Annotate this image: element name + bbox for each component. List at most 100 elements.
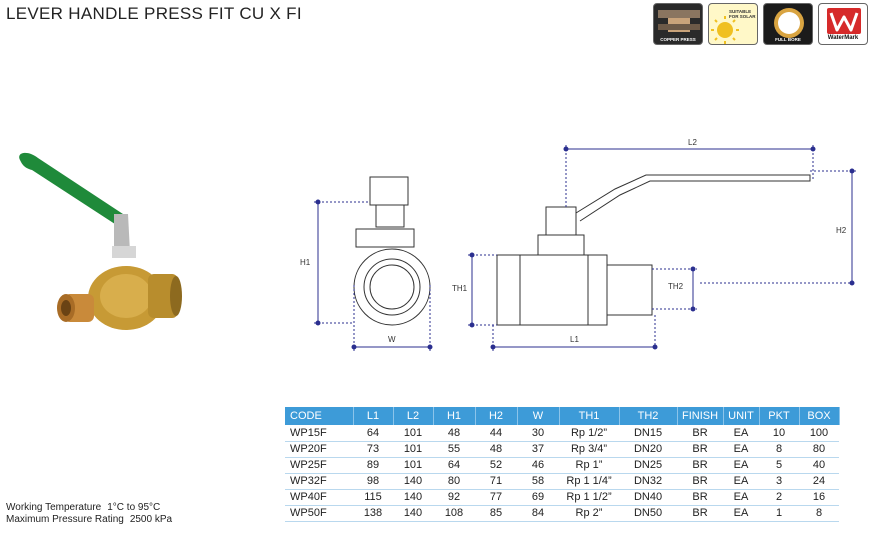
- table-row: WP40F 115 140 92 77 69 Rp 1 1/2” DN40 BR…: [285, 489, 839, 505]
- cell-th2: DN40: [633, 491, 663, 503]
- cell-pkt: 5: [775, 459, 783, 471]
- full-bore-icon: [774, 8, 804, 38]
- dimension-drawings: H1 W TH1 L1 TH2 L2 H2: [300, 138, 856, 351]
- table-row: WP32F 98 140 80 71 58 Rp 1 1/4” DN32 BR …: [285, 473, 839, 489]
- solar-badge: SUITABLE FOR SOLAR: [708, 3, 758, 45]
- badge-label: FULL BORE: [775, 37, 801, 42]
- cell-th1: Rp 1 1/2”: [566, 491, 612, 503]
- cell-l1: 64: [366, 426, 380, 439]
- max-pressure-label: Maximum Pressure Rating: [6, 514, 124, 525]
- cell-finish: BR: [692, 491, 708, 503]
- cell-unit: EA: [733, 507, 749, 519]
- cell-code: WP25F: [290, 459, 327, 471]
- full-bore-badge: FULL BORE: [763, 3, 813, 45]
- cell-finish: BR: [692, 426, 708, 439]
- cell-w: 46: [531, 459, 545, 471]
- col-th1: TH1: [559, 407, 620, 425]
- label-h2: H2: [836, 226, 847, 235]
- cell-pkt: 8: [775, 443, 783, 455]
- page-title: LEVER HANDLE PRESS FIT CU X FI: [6, 4, 302, 23]
- stem-nut: [112, 246, 136, 258]
- cell-pkt: 1: [775, 507, 783, 519]
- cell-l1: 73: [366, 443, 380, 455]
- cell-l2: 101: [403, 443, 423, 455]
- table-row: WP15F 64 101 48 44 30 Rp 1/2” DN15 BR EA…: [285, 425, 839, 441]
- label-th1: TH1: [452, 284, 468, 293]
- cell-box: 80: [812, 443, 826, 455]
- cell-unit: EA: [733, 475, 749, 487]
- cell-l2: 101: [403, 426, 423, 439]
- end-view-body: [353, 248, 431, 326]
- cell-l1: 115: [364, 491, 382, 503]
- cell-w: 58: [531, 475, 545, 487]
- cell-h2: 71: [489, 475, 503, 487]
- cell-h1: 55: [447, 443, 461, 455]
- col-h2: H2: [475, 407, 518, 425]
- col-code: CODE: [285, 407, 354, 425]
- cell-finish: BR: [692, 507, 708, 519]
- cell-l2: 140: [403, 475, 423, 487]
- cell-code: WP15F: [290, 426, 327, 439]
- cell-unit: EA: [733, 459, 749, 471]
- copper-press-badge: COPPER PRESS: [653, 3, 703, 45]
- cell-h1: 48: [447, 426, 461, 439]
- col-w: W: [517, 407, 560, 425]
- cell-finish: BR: [692, 443, 708, 455]
- cell-pkt: 2: [775, 491, 783, 503]
- cell-h2: 77: [489, 491, 503, 503]
- cell-h2: 85: [489, 507, 503, 519]
- cell-box: 24: [812, 475, 826, 487]
- cell-box: 40: [812, 459, 826, 471]
- cell-code: WP20F: [290, 443, 327, 455]
- table-row: WP25F 89 101 64 52 46 Rp 1” DN25 BR EA 5…: [285, 457, 839, 473]
- sun-icon: [711, 16, 739, 44]
- spec-table: CODE L1 L2 H1 H2 W TH1 TH2 FINISH UNIT P…: [285, 407, 840, 522]
- label-l2: L2: [688, 138, 697, 147]
- female-thread-end: [148, 274, 178, 318]
- col-unit: UNIT: [723, 407, 760, 425]
- cell-th1: Rp 1/2”: [570, 426, 608, 439]
- handle-stem: [114, 214, 130, 252]
- max-pressure: Maximum Pressure Rating 2500 kPa: [6, 514, 172, 526]
- cell-w: 84: [531, 507, 545, 519]
- max-pressure-value: 2500 kPa: [129, 514, 173, 525]
- col-pkt: PKT: [759, 407, 800, 425]
- cell-box: 8: [815, 507, 823, 519]
- cell-h1: 64: [447, 459, 461, 471]
- cell-th2: DN15: [633, 426, 663, 439]
- cell-th1: Rp 3/4”: [570, 443, 608, 455]
- cell-h1: 92: [447, 491, 461, 503]
- cell-th1: Rp 1 1/4”: [566, 475, 612, 487]
- cell-h1: 108: [444, 507, 464, 519]
- label-w: W: [388, 335, 396, 344]
- cell-l2: 101: [403, 459, 423, 471]
- cell-l1: 98: [366, 475, 380, 487]
- cell-th2: DN32: [633, 475, 663, 487]
- badge-label: COPPER PRESS: [660, 37, 696, 42]
- watermark-icon: [827, 8, 861, 34]
- badge-label: SUITABLE FOR SOLAR: [729, 9, 756, 19]
- cell-box: 100: [809, 426, 829, 439]
- cell-l1: 138: [363, 507, 383, 519]
- cell-finish: BR: [692, 475, 708, 487]
- cell-th2: DN25: [633, 459, 663, 471]
- cell-w: 69: [531, 491, 545, 503]
- cell-box: 16: [812, 491, 826, 503]
- cell-th1: Rp 1”: [575, 459, 603, 471]
- copper-press-icon: [658, 10, 700, 32]
- lever-handle: [19, 152, 126, 226]
- side-view-body: [496, 254, 608, 326]
- cell-w: 30: [531, 426, 545, 439]
- cell-th1: Rp 2”: [575, 507, 603, 519]
- cell-code: WP32F: [290, 475, 327, 487]
- col-box: BOX: [799, 407, 840, 425]
- label-th2: TH2: [668, 282, 684, 291]
- cell-th2: DN20: [633, 443, 663, 455]
- watermark-badge: WaterMark: [818, 3, 868, 45]
- col-finish: FINISH: [677, 407, 724, 425]
- table-row: WP50F 138 140 108 85 84 Rp 2” DN50 BR EA…: [285, 505, 839, 521]
- cell-pkt: 10: [772, 426, 786, 439]
- cell-code: WP40F: [290, 491, 327, 503]
- cell-l2: 140: [403, 507, 423, 519]
